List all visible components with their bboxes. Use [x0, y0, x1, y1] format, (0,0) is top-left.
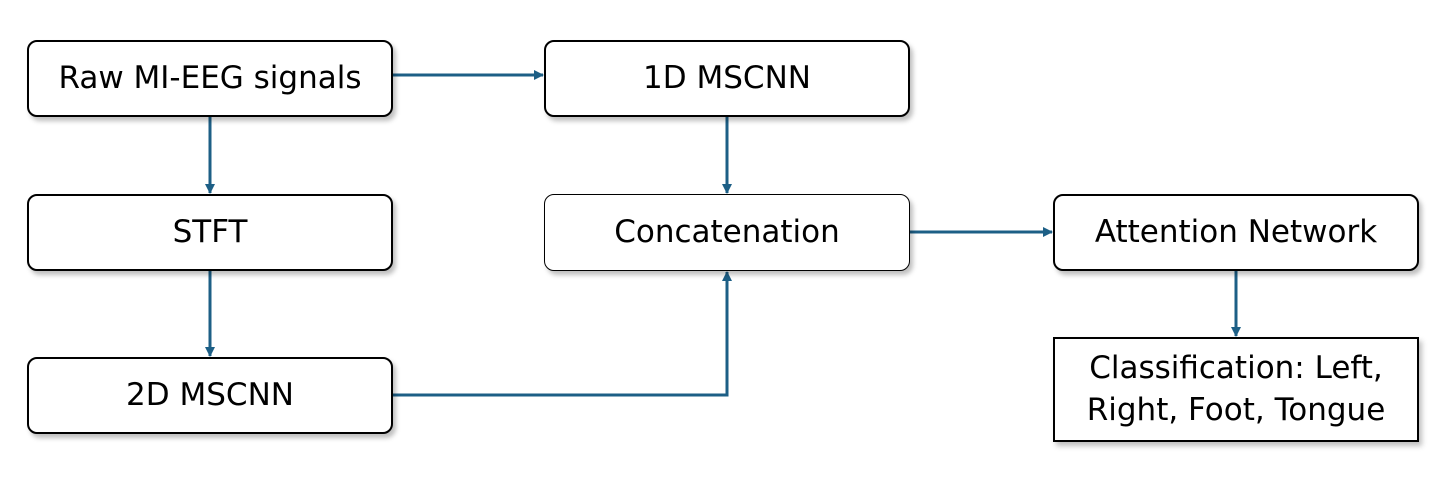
node-label: Classification: Left, Right, Foot, Tongu…	[1086, 349, 1386, 428]
arrow-mscnn_2d-to-concatenation	[393, 271, 732, 397]
node-attention-network: Attention Network	[1053, 194, 1419, 271]
node-classification: Classification: Left, Right, Foot, Tongu…	[1053, 337, 1419, 442]
node-stft: STFT	[27, 194, 393, 271]
node-label: 1D MSCNN	[643, 59, 811, 96]
node-label: Concatenation	[614, 213, 840, 250]
node-raw-mi-eeg-signals: Raw MI-EEG signals	[27, 40, 393, 117]
node-label: STFT	[172, 213, 248, 250]
node-label: Raw MI-EEG signals	[58, 59, 362, 96]
node-label: Attention Network	[1094, 213, 1378, 250]
node-label: 2D MSCNN	[126, 376, 294, 413]
node-1d-mscnn: 1D MSCNN	[544, 40, 910, 117]
node-concatenation: Concatenation	[544, 194, 910, 271]
node-2d-mscnn: 2D MSCNN	[27, 357, 393, 434]
